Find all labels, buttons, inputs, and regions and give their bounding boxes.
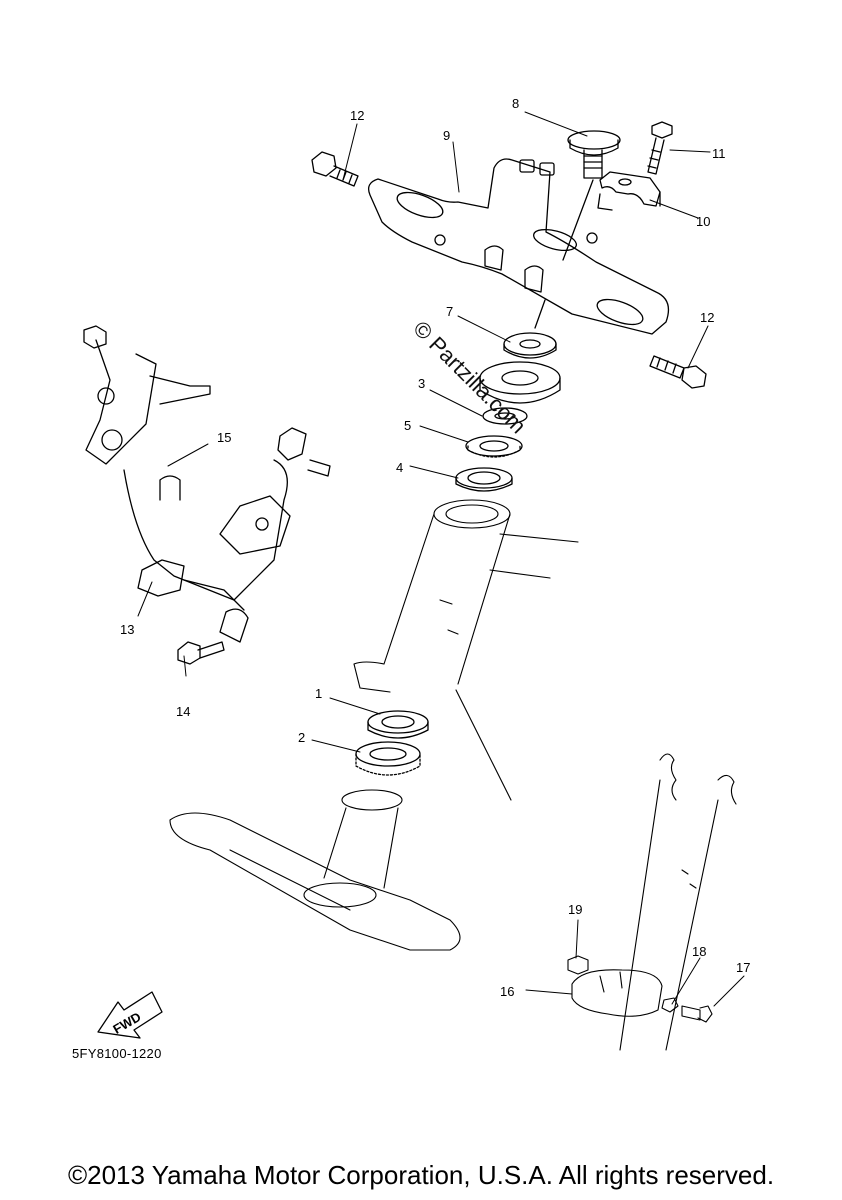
watermark-text: © Partzilla.com — [408, 316, 531, 439]
callout-18: 18 — [692, 944, 706, 959]
callout-8: 8 — [512, 96, 519, 111]
callout-4: 4 — [396, 460, 403, 475]
ring-nut-7 — [503, 332, 557, 359]
callout-12a: 12 — [350, 108, 364, 123]
callout-13: 13 — [120, 622, 134, 637]
bolt-12-right — [649, 355, 707, 389]
callout-14: 14 — [176, 704, 190, 719]
bolt-11 — [647, 121, 673, 175]
callout-12b: 12 — [700, 310, 714, 325]
callout-2: 2 — [298, 730, 305, 745]
steering-stem-under-bracket — [169, 789, 461, 951]
upper-bracket-9 — [367, 158, 670, 335]
fwd-label: FWD — [110, 1009, 143, 1037]
lower-bearing-2 — [355, 741, 421, 776]
leader-lines — [137, 111, 745, 1007]
race-4 — [455, 467, 513, 492]
callout-9: 9 — [443, 128, 450, 143]
copyright-notice: ©2013 Yamaha Motor Corporation, U.S.A. A… — [67, 1160, 775, 1190]
lower-race-1 — [367, 710, 429, 739]
frame-head-tube — [353, 499, 579, 801]
callout-7: 7 — [446, 304, 453, 319]
callout-10: 10 — [696, 214, 710, 229]
callout-16: 16 — [500, 984, 514, 999]
cable-bracket-assembly — [83, 325, 331, 665]
bolt-8 — [562, 130, 621, 261]
callout-11: 11 — [712, 146, 726, 161]
callout-1: 1 — [315, 686, 322, 701]
forward-arrow-icon — [97, 991, 163, 1039]
diagram-code: 5FY8100-1220 — [72, 1046, 162, 1061]
callout-17: 17 — [736, 960, 750, 975]
callout-19: 19 — [568, 902, 582, 917]
bearing-5 — [465, 435, 523, 458]
callout-15: 15 — [217, 430, 231, 445]
callout-numbers: 12 8 9 11 10 12 7 3 5 4 15 13 14 1 2 19 … — [110, 96, 750, 1037]
washer-3 — [479, 361, 561, 425]
callout-5: 5 — [404, 418, 411, 433]
front-fork-and-clamp — [567, 753, 737, 1051]
bolt-12-left — [311, 151, 359, 187]
callout-3: 3 — [418, 376, 425, 391]
holder-cap-10 — [597, 171, 661, 211]
